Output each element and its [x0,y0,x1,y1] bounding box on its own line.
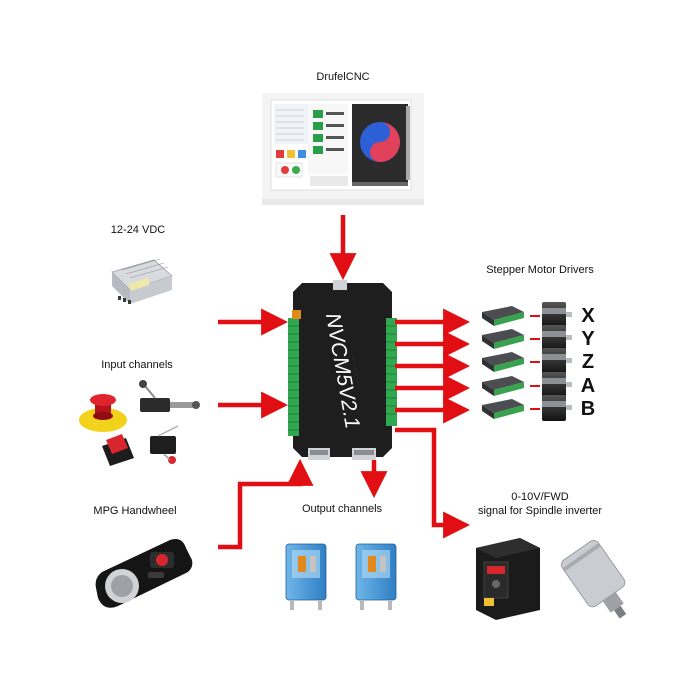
nvcm-controller-board: NVCM5V2.1 · · · · · · · · · · · · · · [288,280,397,460]
stepper-motor-y [542,325,572,351]
power-supply-icon [111,258,173,304]
spindle-signal-label-2: signal for Spindle inverter [477,505,603,517]
axis-letter-b: B [581,398,595,420]
stepper-driver-b [482,399,540,419]
stepper-driver-z [482,352,540,372]
spindle-signal-label-1: 0-10V/FWD [511,491,569,503]
axis-letter-y: Y [581,328,595,350]
microswitch-icon [150,425,179,464]
stepper-driver-icons [482,306,540,419]
software-screenshot [262,93,424,205]
axis-letter-a: A [581,375,595,397]
input-channels-label: Input channels [101,359,173,371]
yin-yang-preview [360,122,400,162]
stepper-motor-z [542,348,572,374]
software-label: DrufelCNC [316,71,370,83]
stepper-drivers-label: Stepper Motor Drivers [486,264,594,276]
spindle-motor-icon [561,540,627,619]
connection-arrows [218,215,471,550]
arrow-mpg-to-board [218,458,314,550]
power-supply-label: 12-24 VDC [110,224,166,236]
limit-switch-icon [139,380,200,412]
relay-icon-2 [355,543,397,610]
svg-text:· · · · · · · · · · · · · ·: · · · · · · · · · · · · · · [351,355,362,388]
stepper-motor-b [542,395,572,421]
stepper-motor-icons [542,302,572,421]
axis-letter-x: X [581,305,595,327]
axis-letter-z: Z [582,351,594,373]
stepper-motor-x [542,302,572,328]
spindle-inverter-icon [476,538,540,620]
output-channels-label: Output channels [301,503,383,515]
stepper-driver-a [482,376,540,396]
relay-icon-1 [285,543,327,610]
mpg-handwheel-label: MPG Handwheel [93,505,177,517]
stepper-driver-y [482,329,540,349]
mpg-handwheel-icon [95,539,193,608]
stepper-driver-x [482,306,540,326]
push-button-icon [102,434,134,466]
stepper-motor-a [542,372,572,398]
emergency-stop-icon [79,394,127,432]
arrow-board-to-spindle [395,427,471,539]
